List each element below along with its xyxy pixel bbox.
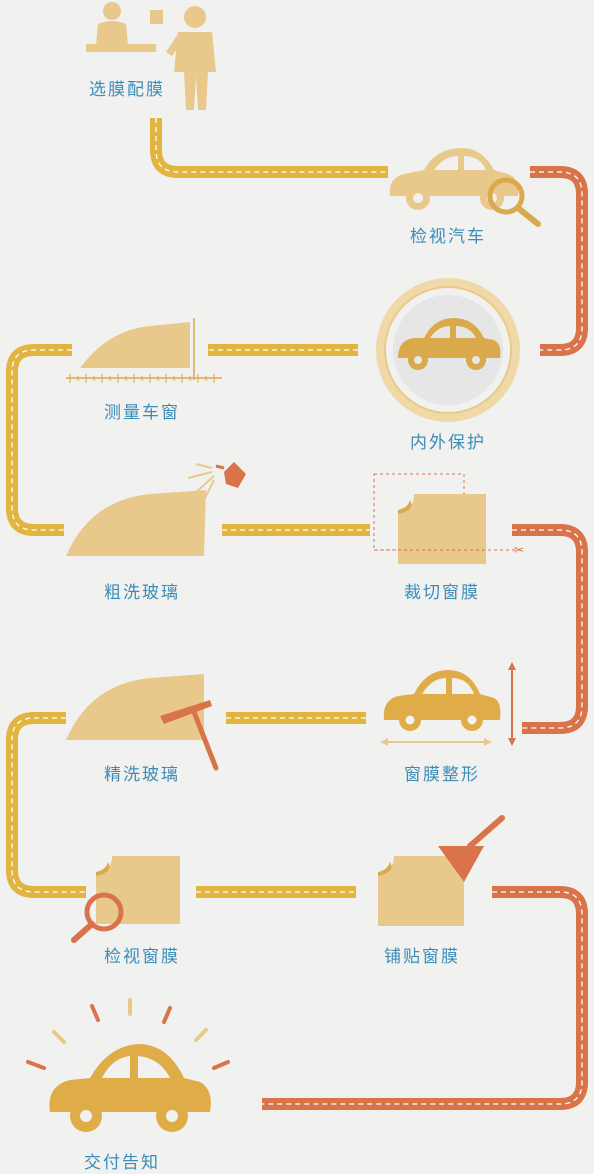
road-path — [6, 118, 588, 1110]
step-label-apply-film: 铺贴窗膜 — [384, 947, 460, 967]
road-segment-4-dash — [11, 349, 72, 531]
road-segment-6-dash — [512, 529, 583, 729]
road-segment-6 — [512, 524, 588, 734]
step-label-protection: 内外保护 — [410, 433, 486, 453]
step-label-rough-wash: 粗洗玻璃 — [104, 583, 180, 603]
road-segment-2-dash — [530, 171, 583, 351]
film-magnifier-icon — [71, 856, 180, 943]
people-icon — [86, 2, 216, 110]
step-label-inspect-film: 检视窗膜 — [104, 947, 180, 967]
road-segment-4 — [6, 344, 72, 536]
car-arrows-icon — [380, 662, 516, 746]
step-label-fine-wash: 精洗玻璃 — [104, 765, 180, 785]
step-label-select-film: 选膜配膜 — [89, 80, 165, 100]
film-cut-icon: ✂ — [373, 473, 524, 564]
car-shine-icon — [26, 998, 230, 1132]
svg-text:✂: ✂ — [514, 543, 524, 557]
road-segment-8 — [6, 712, 86, 898]
step-label-delivery: 交付告知 — [84, 1153, 160, 1173]
road-segment-2 — [530, 166, 588, 356]
road-segment-1 — [150, 118, 388, 178]
step-label-inspect-car: 检视汽车 — [410, 227, 486, 247]
road-segment-10-dash — [262, 891, 583, 1105]
road-segment-8-dash — [11, 717, 86, 893]
window-ruler-icon — [66, 318, 222, 383]
road-segment-1-dash — [155, 118, 388, 173]
window-squeegee-icon — [66, 674, 219, 771]
step-label-measure-window: 测量车窗 — [104, 403, 180, 423]
car-badge-icon — [376, 278, 520, 422]
window-spray-icon — [66, 462, 246, 556]
film-spatula-icon — [378, 815, 505, 926]
car-magnifier-icon — [389, 148, 541, 227]
step-label-cut-film: 裁切窗膜 — [404, 583, 480, 603]
step-label-shape-film: 窗膜整形 — [404, 765, 480, 785]
